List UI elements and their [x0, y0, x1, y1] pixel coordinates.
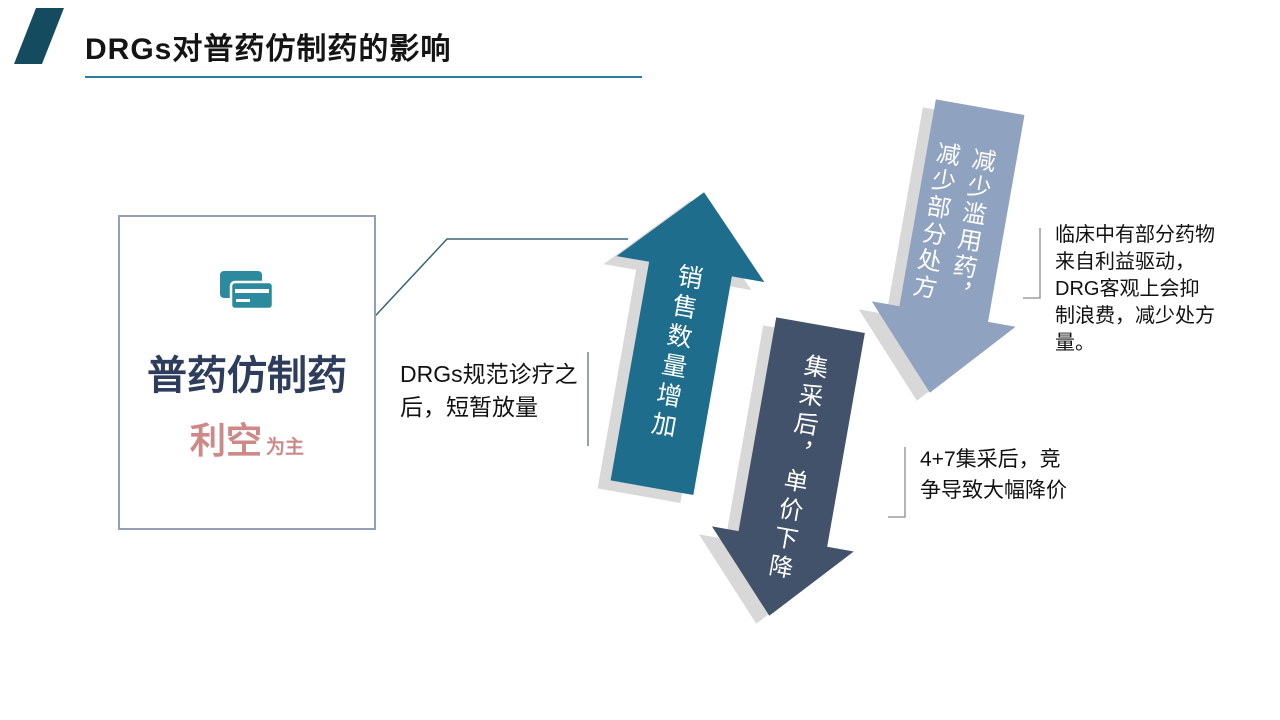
leader-right-bottom-note — [888, 447, 906, 518]
box-subtitle-main: 利空 — [189, 420, 262, 461]
note-right-bottom: 4+7集采后，竞争导致大幅降价 — [920, 448, 1067, 502]
info-box: 普药仿制药 利空为主 — [118, 215, 376, 530]
note-left: DRGs规范诊疗之后，短暂放量 — [400, 361, 578, 420]
title-marker-icon — [14, 8, 64, 64]
note-right-top: 临床中有部分药物来自利益驱动，DRG客观上会抑制浪费，减少处方量。 — [1055, 224, 1215, 354]
down-arrow-light-shape — [871, 99, 1025, 393]
credit-card-icon — [216, 269, 278, 324]
down-arrow-dark-shape — [711, 317, 865, 616]
up-arrow-shape — [610, 192, 765, 496]
leader-right-top-note — [1023, 228, 1041, 299]
box-subtitle-suffix: 为主 — [266, 437, 305, 458]
box-title: 普药仿制药 — [147, 354, 347, 398]
page-title: DRGs对普药仿制药的影响 — [85, 33, 452, 66]
box-subtitle: 利空为主 — [190, 412, 304, 464]
